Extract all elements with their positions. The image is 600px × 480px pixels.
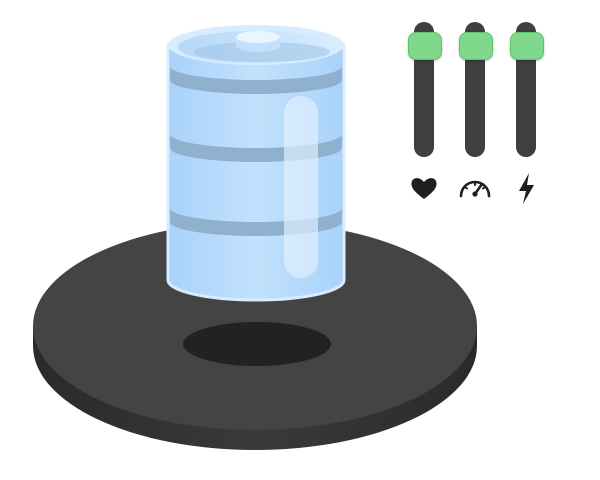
battery-highlight [284,96,318,278]
slider-knob[interactable] [408,32,442,60]
base-platform [33,222,477,450]
slider-knob[interactable] [510,32,544,60]
battery [166,25,346,302]
battery-top-shade [194,42,330,62]
slider-health[interactable] [408,22,442,157]
base-hole [183,322,331,366]
slider-knob[interactable] [459,32,493,60]
battery-terminal [236,31,280,52]
heart-icon [404,168,444,208]
slider-speed[interactable] [459,22,493,157]
lightning-bolt-icon [506,168,546,208]
slider-power[interactable] [510,22,544,157]
battery-band [170,66,342,94]
speedometer-icon [455,168,495,208]
